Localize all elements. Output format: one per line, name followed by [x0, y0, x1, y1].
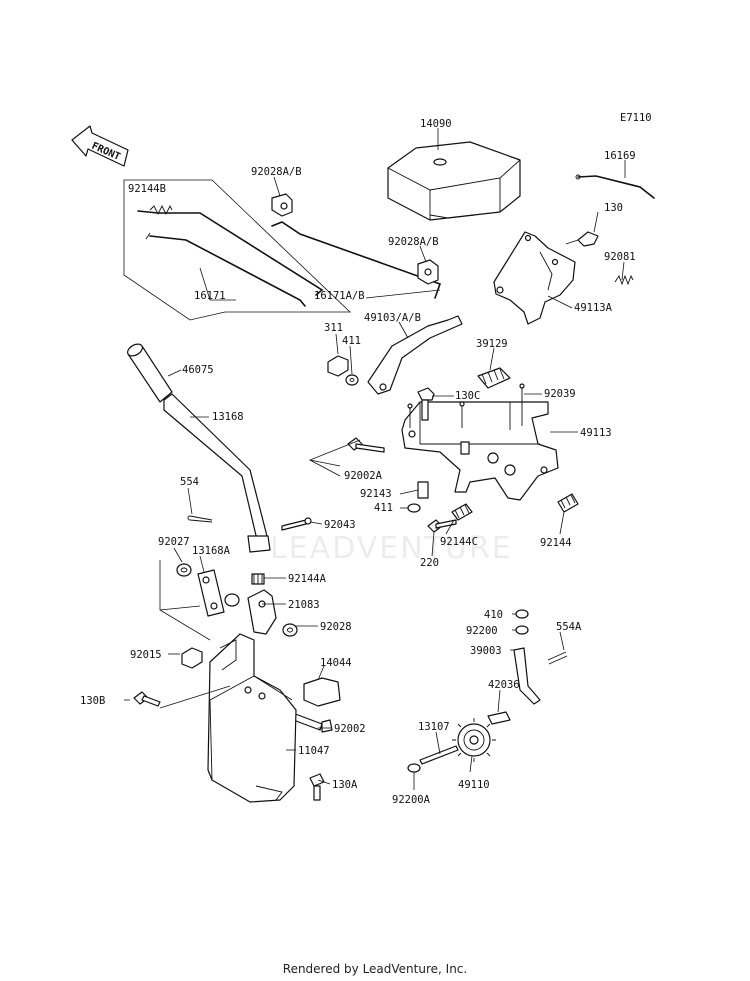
washer-410	[515, 609, 529, 619]
label-92015: 92015	[130, 649, 162, 661]
rod-16171ab	[271, 221, 442, 299]
label-16171: 16171	[194, 290, 226, 302]
watermark: LEADVENTURE	[270, 531, 513, 566]
plate-14044	[303, 677, 341, 707]
cotter-pin-554a	[547, 651, 568, 665]
leader-lines	[124, 128, 626, 790]
pin-92043	[281, 517, 312, 531]
pin-220	[427, 519, 457, 533]
label-130a: 130A	[332, 779, 358, 791]
knob-46075	[127, 343, 173, 403]
label-14044: 14044	[320, 657, 352, 669]
bracket-49113a	[493, 231, 576, 325]
washer-92028	[282, 623, 298, 637]
label-92043: 92043	[324, 519, 356, 531]
footer-credit: Rendered by LeadVenture, Inc.	[282, 962, 468, 976]
collar-21083-a	[224, 593, 240, 607]
washer-411-top	[345, 374, 359, 386]
part-labels: 14090 16169 92028A/B 92144B 130 92028A/B…	[80, 118, 636, 806]
label-92200a: 92200A	[392, 794, 431, 806]
label-13107: 13107	[418, 721, 450, 733]
spring-92144c	[451, 503, 473, 521]
label-311: 311	[324, 322, 343, 334]
spring-92081	[614, 274, 634, 286]
spring-39129	[477, 367, 511, 389]
label-49103ab: 49103/A/B	[364, 312, 421, 324]
label-11047: 11047	[298, 745, 330, 757]
collar-92027	[176, 563, 192, 577]
label-92002: 92002	[334, 723, 366, 735]
label-92144c: 92144C	[440, 536, 478, 548]
spring-92144	[557, 493, 579, 513]
clip-92028ab-mid	[417, 259, 439, 285]
nut-92015	[181, 647, 203, 669]
label-39003: 39003	[470, 645, 502, 657]
bracket-11047	[207, 633, 297, 803]
spring-92144a	[251, 573, 265, 585]
label-92028: 92028	[320, 621, 352, 633]
label-49110: 49110	[458, 779, 490, 791]
label-130: 130	[604, 202, 623, 214]
label-21083: 21083	[288, 599, 320, 611]
bolt-130b	[133, 691, 161, 707]
rod-16169	[575, 174, 655, 199]
label-49113a: 49113A	[574, 302, 613, 314]
washer-92200a	[407, 763, 421, 773]
pins-92039	[407, 383, 525, 428]
label-220: 220	[420, 557, 439, 569]
rod-16171	[137, 204, 324, 307]
washer-411-mid	[407, 503, 421, 513]
washer-92200	[515, 625, 529, 635]
label-42036: 42036	[488, 679, 520, 691]
label-130c: 130C	[455, 390, 480, 402]
plate-13168a	[197, 569, 225, 617]
label-92002a: 92002A	[344, 470, 383, 482]
label-92144a: 92144A	[288, 573, 327, 585]
pin-42036	[487, 711, 511, 725]
bolt-130a	[309, 773, 325, 801]
rod-39003	[513, 647, 541, 705]
shaft-13107	[419, 745, 459, 765]
label-411-mid: 411	[374, 502, 393, 514]
label-92200: 92200	[466, 625, 498, 637]
label-46075: 46075	[182, 364, 214, 376]
arm-21083	[247, 589, 277, 635]
cotter-pin-554	[187, 515, 213, 523]
bolt-92002a	[347, 437, 385, 453]
label-16171ab: 16171A/B	[314, 290, 365, 302]
lever-13168	[163, 393, 271, 553]
label-554a: 554A	[556, 621, 582, 633]
label-92039: 92039	[544, 388, 576, 400]
label-411-top: 411	[342, 335, 361, 347]
label-554: 554	[180, 476, 199, 488]
label-92143: 92143	[360, 488, 392, 500]
collar-92143	[417, 481, 429, 499]
label-13168a: 13168A	[192, 545, 231, 557]
label-49113: 49113	[580, 427, 612, 439]
nut-311	[327, 355, 349, 377]
label-92144b: 92144B	[128, 183, 166, 195]
label-39129: 39129	[476, 338, 508, 350]
bracket-49113	[401, 401, 559, 501]
label-14090: 14090	[420, 118, 452, 130]
label-16169: 16169	[604, 150, 636, 162]
label-92081: 92081	[604, 251, 636, 263]
label-92027: 92027	[158, 536, 190, 548]
pedal-arm-49103	[367, 315, 463, 395]
label-130b: 130B	[80, 695, 105, 707]
front-arrow-icon: FRONT	[71, 125, 129, 167]
rod-group-outline	[123, 179, 351, 321]
clip-92028ab-top	[271, 193, 293, 217]
gear-49110	[452, 718, 496, 762]
bolt-130	[565, 231, 599, 247]
bolt-130c	[417, 387, 435, 421]
label-92144: 92144	[540, 537, 572, 549]
label-13168: 13168	[212, 411, 244, 423]
cover-14090	[387, 141, 521, 221]
label-92028ab-top: 92028A/B	[251, 166, 302, 178]
diagram-code: E7110	[620, 112, 652, 124]
label-410: 410	[484, 609, 503, 621]
label-92028ab-mid: 92028A/B	[388, 236, 439, 248]
